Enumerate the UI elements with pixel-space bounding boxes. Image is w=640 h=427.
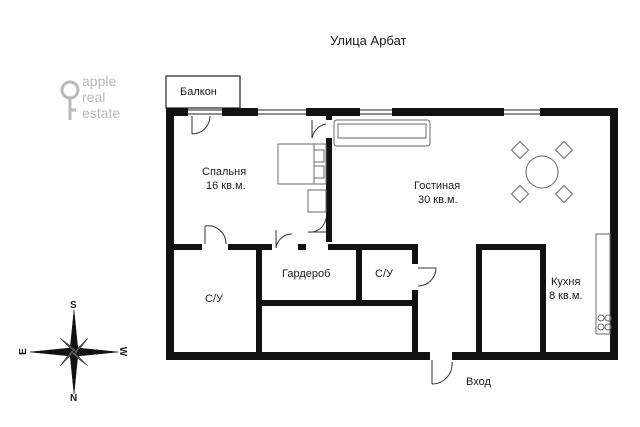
compass-rose <box>29 309 119 395</box>
street-label: Улица Арбат <box>330 33 407 48</box>
kitchen-counter <box>595 233 611 335</box>
balcony-label: Балкон <box>180 86 217 98</box>
sofa <box>333 119 431 147</box>
kitchen-name: Кухня <box>551 276 581 288</box>
windows <box>188 109 540 115</box>
interior-walls <box>166 108 546 360</box>
bedroom-area: 16 кв.м. <box>206 180 246 192</box>
bedroom-name: Спальня <box>202 166 247 178</box>
bathroom-left-label: С/У <box>205 293 223 305</box>
wardrobe-label: Гардероб <box>282 268 331 280</box>
kitchen-area: 8 кв.м. <box>549 290 583 302</box>
logo: apple real estate <box>60 72 150 128</box>
living-area: 30 кв.м. <box>418 194 458 206</box>
bed <box>277 143 327 185</box>
balcony-outline <box>165 75 241 109</box>
entrance-label: Вход <box>466 376 491 388</box>
bathroom-right-label: С/У <box>375 268 393 280</box>
logo-line-2: real <box>82 89 106 105</box>
living-name: Гостиная <box>414 180 461 192</box>
outer-walls <box>166 108 618 360</box>
logo-line-3: estate <box>82 105 121 121</box>
logo-line-1: apple <box>82 73 117 89</box>
compass-e: E <box>17 348 29 355</box>
compass-n: N <box>70 393 78 404</box>
dining-table <box>525 155 559 189</box>
logo-pin-icon <box>60 80 80 120</box>
doors <box>191 115 453 385</box>
furniture <box>277 119 612 335</box>
compass-s: S <box>70 300 77 311</box>
compass-w: W <box>117 346 129 357</box>
